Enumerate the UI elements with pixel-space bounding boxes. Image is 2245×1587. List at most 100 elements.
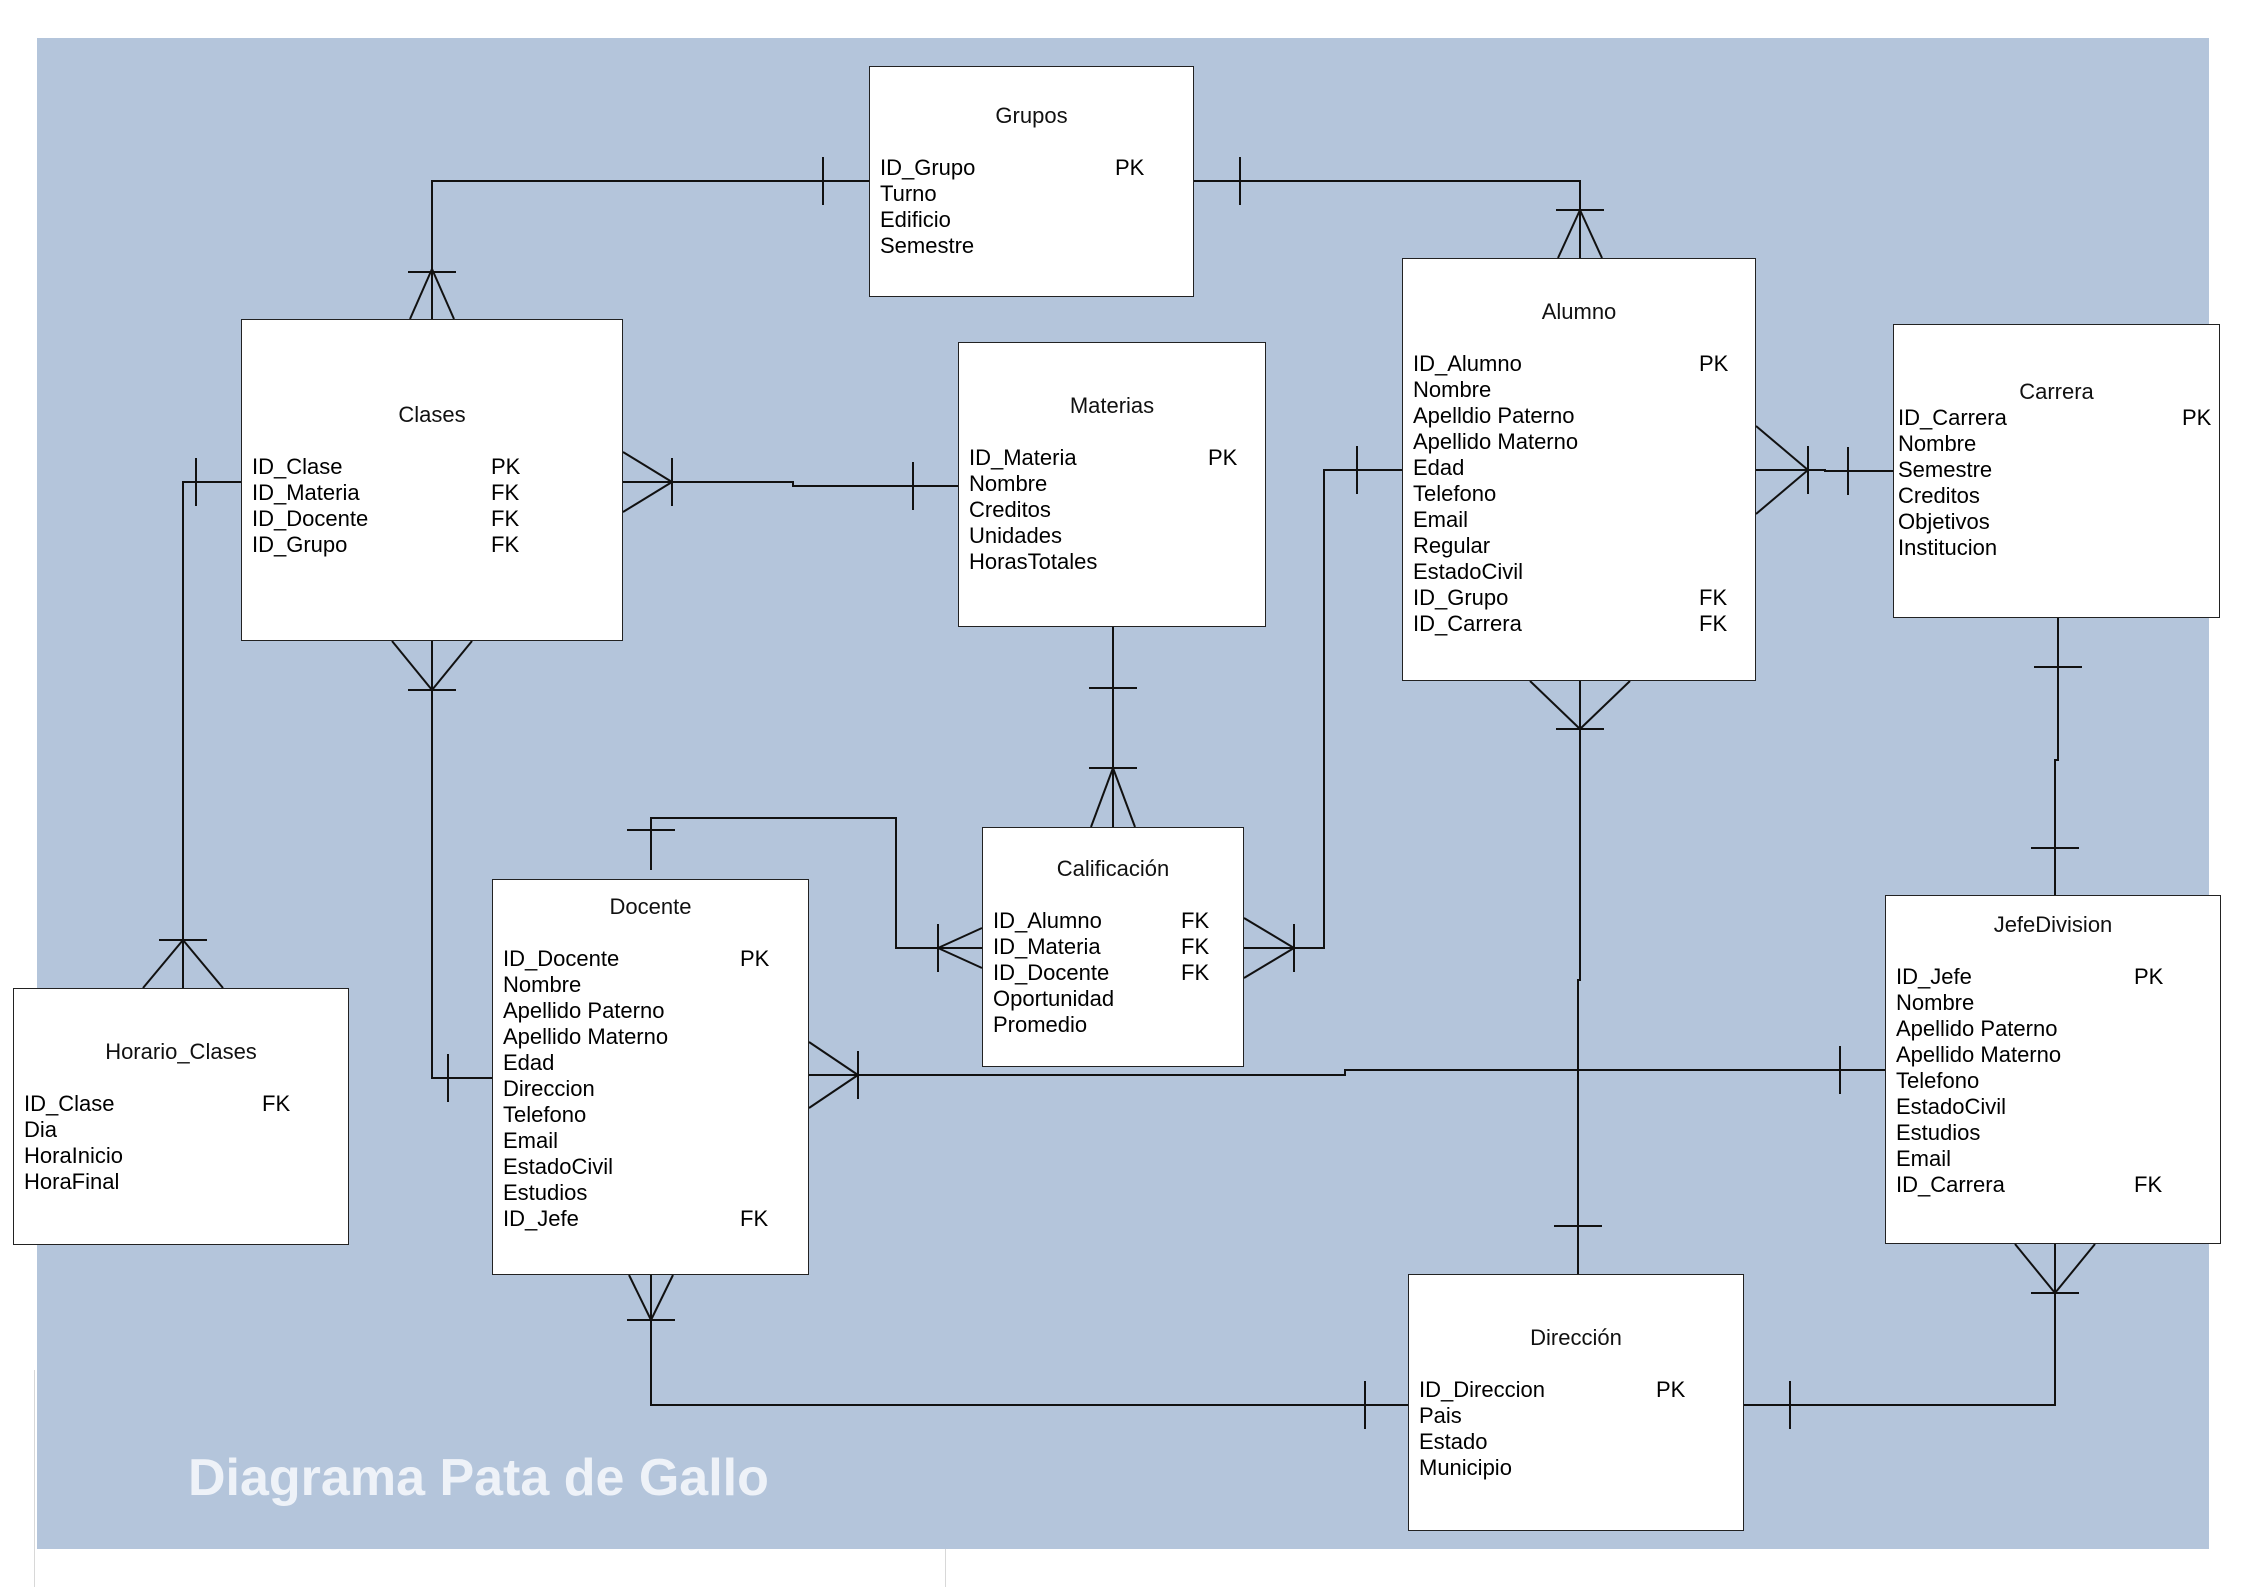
entity-field: Semestre — [880, 233, 975, 258]
entity-field: Apellido Materno — [503, 1024, 669, 1049]
crows-foot-many — [1755, 469, 1809, 515]
entity-field: ID_Materia — [969, 445, 1077, 470]
entity-field: ID_Alumno — [993, 908, 1102, 933]
field-key-badge: PK — [2182, 405, 2212, 430]
entity-field: ID_Carrera — [1896, 1172, 2005, 1197]
relationship-line — [650, 1275, 1408, 1406]
entity-field: ID_Materia — [993, 934, 1101, 959]
entity-field: HoraFinal — [24, 1169, 120, 1194]
crows-foot-many — [650, 1274, 674, 1321]
entity-field: EstadoCivil — [1413, 559, 1524, 584]
entity-field: ID_Jefe — [503, 1206, 579, 1231]
entity-field: ID_Grupo — [1413, 585, 1509, 610]
entity-field: Apellido Materno — [1413, 429, 1579, 454]
field-key-badge: FK — [2134, 1172, 2163, 1197]
entity-title: Docente — [609, 894, 692, 919]
entity-field: ID_Docente — [993, 960, 1110, 985]
crows-foot-many — [182, 939, 224, 989]
field-key-badge: PK — [1699, 351, 1729, 376]
crows-foot-many — [1579, 680, 1631, 730]
page-margin-line — [34, 1370, 35, 1587]
entity-field: Promedio — [993, 1012, 1088, 1037]
entity-field: Creditos — [1898, 483, 1980, 508]
entity-field: Apellido Materno — [1896, 1042, 2062, 1067]
crows-foot-many — [2014, 1243, 2056, 1294]
entity-field: Edad — [1413, 455, 1465, 480]
entity-title: Horario_Clases — [105, 1039, 257, 1064]
entity-field: Dia — [24, 1117, 58, 1142]
entity-field: Telefono — [1413, 481, 1497, 506]
field-key-badge: FK — [1181, 934, 1210, 959]
entity-field: HoraInicio — [24, 1143, 124, 1168]
crows-foot-many — [1579, 209, 1603, 259]
field-key-badge: PK — [491, 454, 521, 479]
crows-foot-many — [628, 1274, 652, 1321]
diagram-title: Diagrama Pata de Gallo — [188, 1449, 769, 1507]
entity-field: ID_Jefe — [1896, 964, 1972, 989]
entity-field: Objetivos — [1898, 509, 1990, 534]
entity-field: Regular — [1413, 533, 1491, 558]
relationship-line — [809, 1069, 1885, 1076]
entity-field: Nombre — [1413, 377, 1492, 402]
entity-title: Clases — [398, 402, 466, 427]
relationship-line — [1744, 1244, 2056, 1406]
crows-foot-many — [431, 268, 455, 320]
crows-foot-many — [1755, 425, 1809, 471]
entity-field: ID_Carrera — [1898, 405, 2007, 430]
relationship-line — [1194, 180, 1581, 258]
entity-field: Nombre — [1898, 431, 1977, 456]
entity-field: Telefono — [1896, 1068, 1980, 1093]
entity-field: ID_Docente — [252, 506, 369, 531]
crows-foot-many — [937, 927, 983, 949]
field-key-badge: FK — [262, 1091, 291, 1116]
field-key-badge: FK — [491, 480, 520, 505]
entity-field: Email — [1413, 507, 1469, 532]
entity-field: Apellido Paterno — [503, 998, 665, 1023]
field-key-badge: PK — [2134, 964, 2164, 989]
entity-field: Creditos — [969, 497, 1051, 522]
crows-foot-many — [622, 451, 673, 483]
entity-field: Nombre — [1896, 990, 1975, 1015]
entity-field: ID_Materia — [252, 480, 360, 505]
entity-field: Apelldio Paterno — [1413, 403, 1575, 428]
entity-field: Edificio — [880, 207, 951, 232]
entity-field: ID_Docente — [503, 946, 620, 971]
field-key-badge: PK — [1656, 1377, 1686, 1402]
relationship-line — [431, 180, 869, 319]
field-key-badge: FK — [1699, 611, 1728, 636]
entity-field: Unidades — [969, 523, 1062, 548]
entity-field: Direccion — [503, 1076, 595, 1101]
entity-title: Carrera — [2019, 379, 2094, 404]
crows-foot-many — [2054, 1243, 2096, 1294]
crows-foot-many — [142, 939, 184, 989]
entity-field: ID_Carrera — [1413, 611, 1522, 636]
crows-foot-many — [391, 640, 433, 691]
crows-foot-many — [808, 1041, 859, 1076]
page-margin-line — [945, 1549, 946, 1587]
entity-field: Telefono — [503, 1102, 587, 1127]
crows-foot-many — [1090, 767, 1114, 828]
entity-field: ID_Grupo — [880, 155, 976, 180]
entity-field: ID_Direccion — [1419, 1377, 1545, 1402]
crows-foot-many — [622, 481, 673, 513]
entity-field: Estado — [1419, 1429, 1488, 1454]
entity-field: Institucion — [1898, 535, 1998, 560]
relationship-line — [1244, 469, 1402, 949]
entity-field: HorasTotales — [969, 549, 1098, 574]
entity-field: Edad — [503, 1050, 555, 1075]
field-key-badge: FK — [491, 506, 520, 531]
entity-field: Nombre — [969, 471, 1048, 496]
crows-foot-many — [1557, 209, 1581, 259]
entity-field: Turno — [880, 181, 937, 206]
field-key-badge: FK — [1181, 960, 1210, 985]
